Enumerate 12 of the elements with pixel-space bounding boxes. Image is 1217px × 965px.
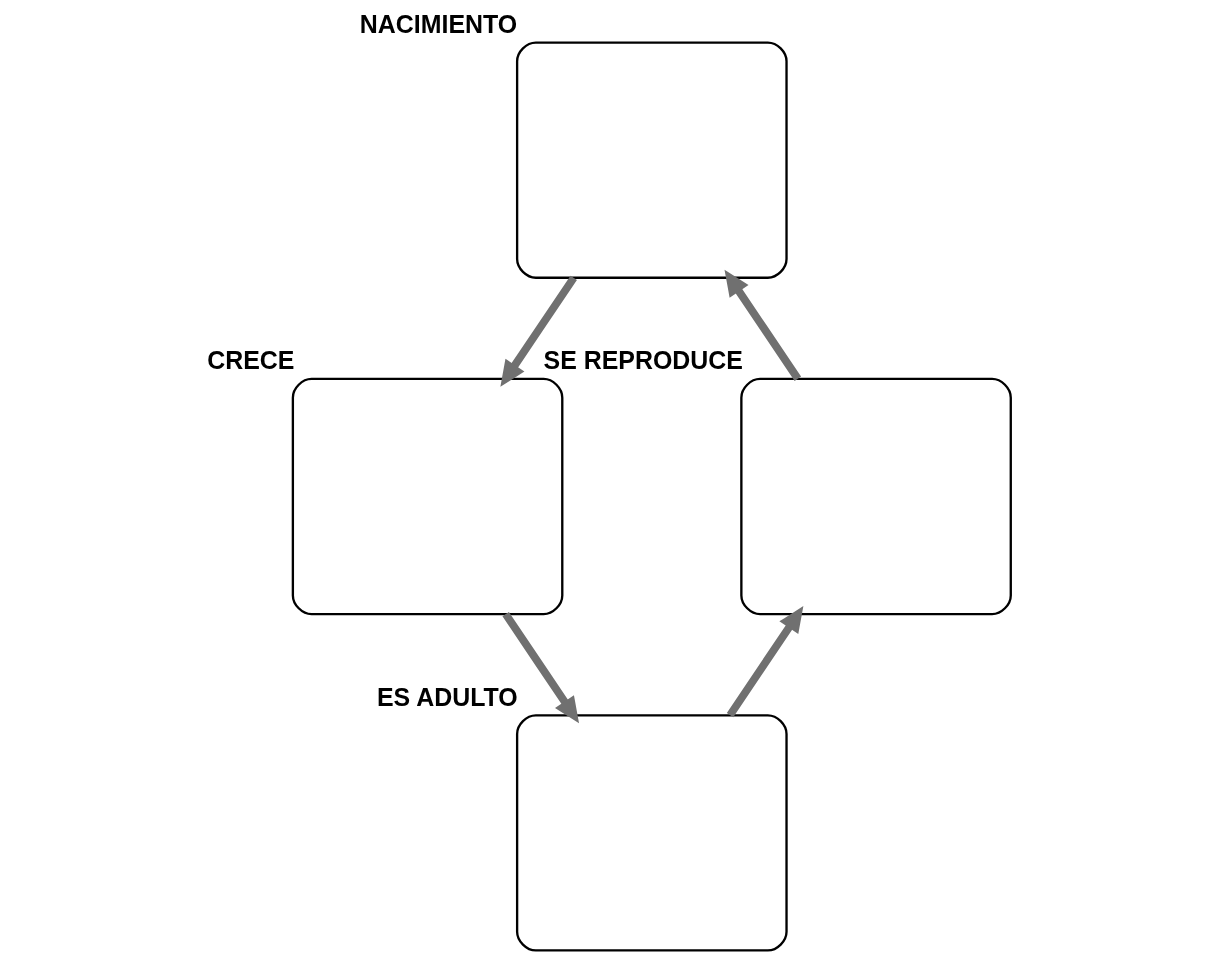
node-label: NACIMIENTO xyxy=(359,9,517,38)
node-box xyxy=(515,41,788,279)
arrow xyxy=(726,606,803,718)
arrow xyxy=(499,275,577,387)
node-box xyxy=(515,714,788,952)
node-box xyxy=(291,377,563,616)
arrow xyxy=(724,269,801,381)
arrow xyxy=(501,612,579,724)
node-label: CRECE xyxy=(206,346,294,375)
node-label: SE REPRODUCE xyxy=(543,346,743,375)
node-label: ES ADULTO xyxy=(376,682,518,711)
node-box xyxy=(739,377,1012,616)
